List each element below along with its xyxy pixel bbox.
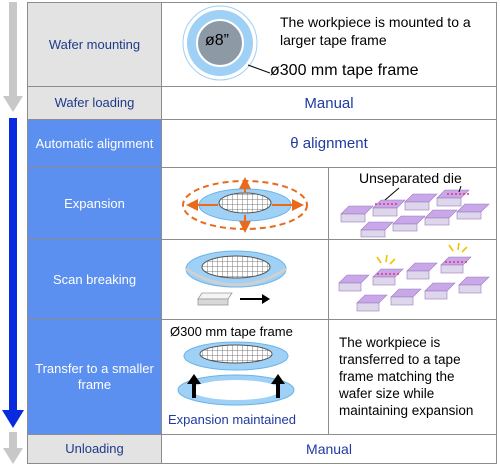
unseparated-die-cell: Unseparated die	[328, 167, 497, 240]
transfer-description-cell: The workpiece is transferred to a tape f…	[328, 319, 497, 435]
wafer-size-label: ø8”	[205, 32, 229, 49]
unseparated-die-label: Unseparated die	[359, 170, 462, 186]
scan-breaking-illustration-cell	[161, 239, 329, 320]
expansion-illustration	[182, 176, 308, 233]
separated-die-cell	[328, 239, 497, 320]
transfer-illustration-cell: Ø300 mm tape frame	[161, 319, 329, 435]
row-wafer-mounting: Wafer mounting ø8” The workpiece is moun…	[27, 2, 497, 87]
manual-flow-arrow-bottom	[3, 432, 23, 464]
row-scan-breaking: Scan breaking	[27, 239, 497, 320]
transfer-description-inner: The workpiece is transferred to a tape f…	[329, 320, 496, 434]
step-wafer-loading: Wafer loading	[27, 86, 162, 120]
manual-flow-arrow-top	[3, 2, 23, 112]
row-unloading: Unloading Manual	[27, 434, 497, 464]
row-automatic-alignment: Automatic alignment θ alignment	[27, 119, 497, 168]
row-expansion: Expansion	[27, 167, 497, 240]
step-unloading: Unloading	[27, 434, 162, 464]
row-transfer: Transfer to a smaller frame Ø300 mm tape…	[27, 319, 497, 435]
expansion-maintained-label: Expansion maintained	[168, 412, 296, 427]
step-automatic-alignment: Automatic alignment	[27, 119, 162, 168]
transfer-illustration	[177, 341, 295, 406]
unloading-value: Manual	[161, 434, 497, 464]
expansion-illustration-cell	[161, 167, 329, 240]
transfer-illustration-inner: Ø300 mm tape frame	[162, 320, 328, 434]
alignment-value: θ alignment	[161, 119, 497, 168]
step-scan-breaking: Scan breaking	[27, 239, 162, 320]
step-expansion: Expansion	[27, 167, 162, 240]
transfer-description: The workpiece is transferred to a tape f…	[339, 335, 474, 418]
wafer-mounting-cell: ø8” The workpiece is mounted to a larger…	[161, 2, 497, 87]
wafer-mounting-inner: ø8” The workpiece is mounted to a larger…	[162, 3, 496, 86]
tape-frame-label: ø300 mm tape frame	[270, 62, 419, 79]
wafer-loading-value: Manual	[161, 86, 497, 120]
process-table: Wafer mounting ø8” The workpiece is moun…	[27, 2, 497, 464]
automatic-flow-arrow	[2, 118, 24, 428]
scan-breaking-illustration	[185, 250, 287, 305]
mounting-description: The workpiece is mounted to a larger tap…	[280, 14, 471, 48]
process-flow-arrows	[2, 2, 24, 464]
separated-die-illustration	[338, 242, 490, 311]
row-wafer-loading: Wafer loading Manual	[27, 86, 497, 120]
unseparated-die-inner: Unseparated die	[329, 168, 496, 239]
step-transfer: Transfer to a smaller frame	[27, 319, 162, 435]
tape-frame-wafer-illustration	[182, 5, 270, 81]
unseparated-die-illustration	[340, 186, 490, 238]
step-wafer-mounting: Wafer mounting	[27, 2, 162, 87]
transfer-frame-label: Ø300 mm tape frame	[170, 324, 293, 339]
